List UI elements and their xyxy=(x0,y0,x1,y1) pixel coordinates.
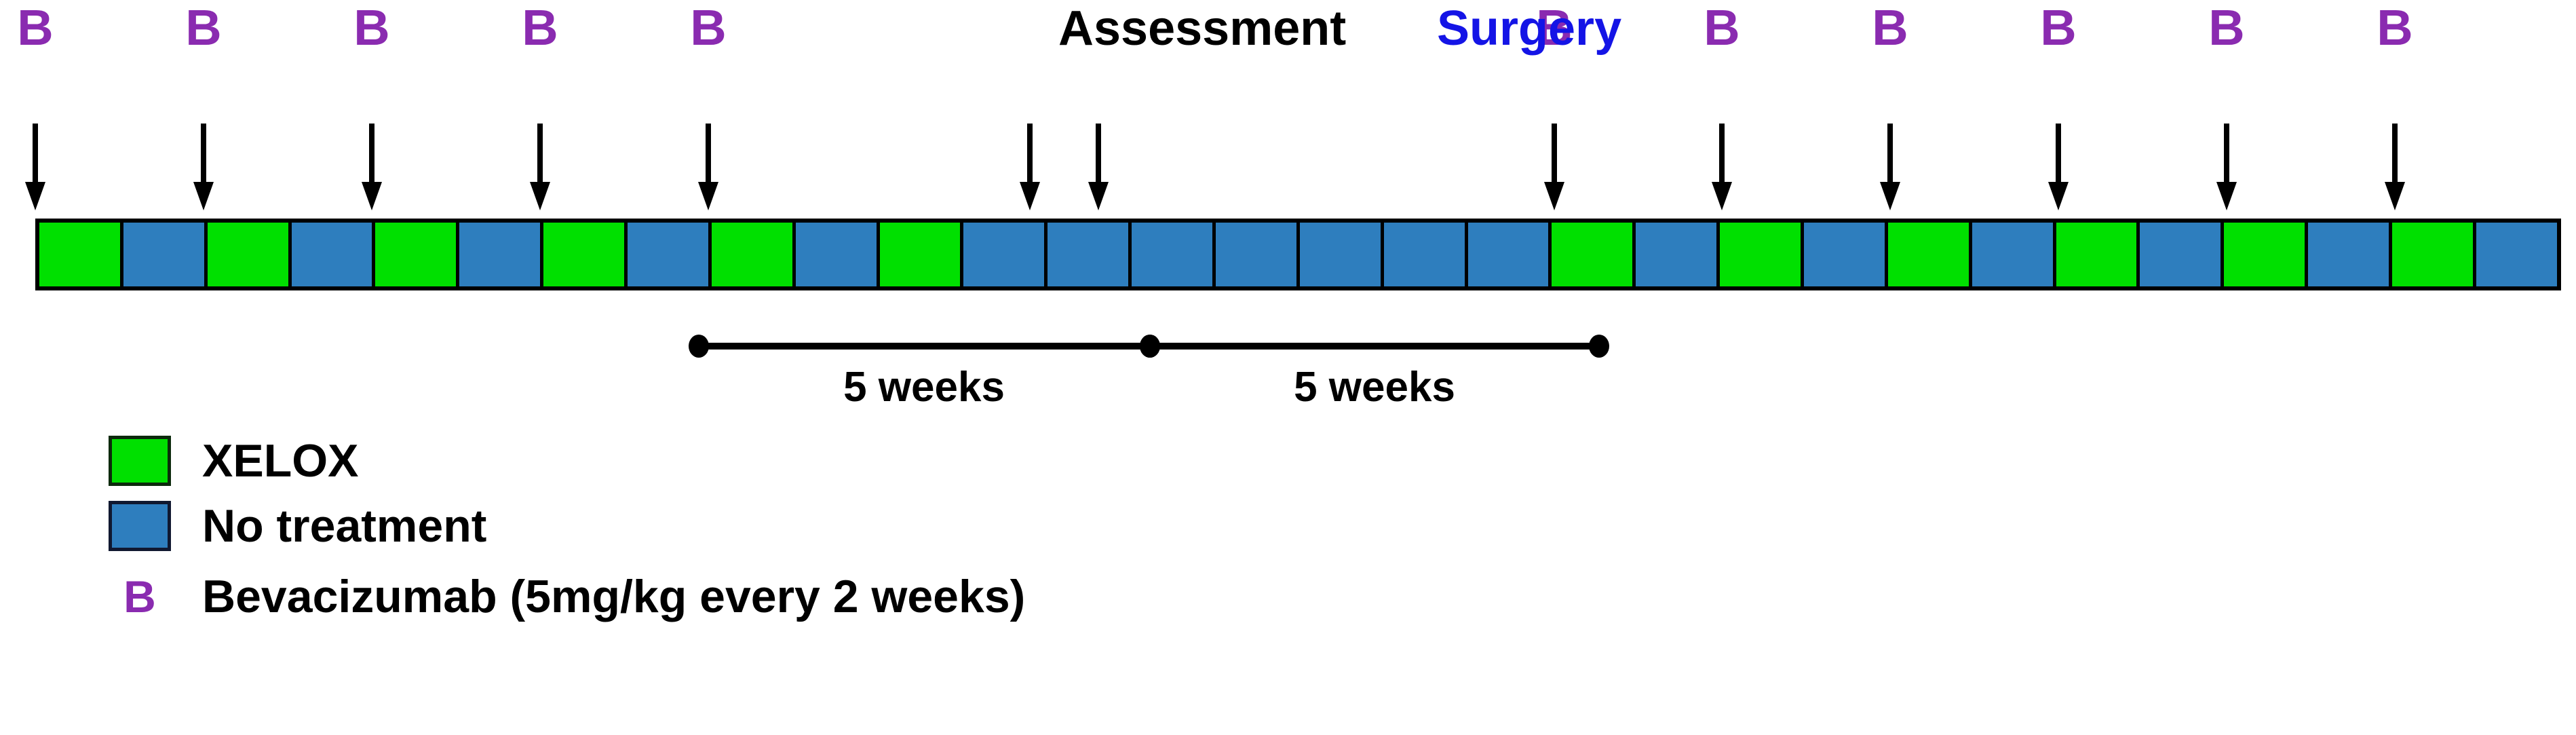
arrow-bevacizumab-dose-2-icon xyxy=(192,124,215,212)
treatment-cycle-cell xyxy=(459,223,544,286)
treatment-cycle-cell xyxy=(1132,223,1216,286)
bevacizumab-marker-10: B xyxy=(2208,0,2245,56)
duration-endpoint-dot xyxy=(1589,335,1609,358)
bevacizumab-marker-11: B xyxy=(2377,0,2413,56)
arrow-bevacizumab-dose-3-icon xyxy=(360,124,383,212)
treatment-cycle-cell xyxy=(2476,223,2557,286)
treatment-cycle-cell xyxy=(2392,223,2476,286)
treatment-cycle-cell xyxy=(1467,223,1552,286)
legend-swatch-no-treatment-icon xyxy=(109,501,171,551)
duration-line-2 xyxy=(1150,343,1599,350)
bevacizumab-marker-3: B xyxy=(353,0,390,56)
legend-label-xelox: XELOX xyxy=(202,435,359,487)
legend-item-bevacizumab: B Bevacizumab (5mg/kg every 2 weeks) xyxy=(109,570,1025,623)
treatment-cycle-cell xyxy=(1804,223,1888,286)
assessment-label: Assessment xyxy=(1058,1,1347,56)
treatment-cycle-cell xyxy=(963,223,1048,286)
arrow-bevacizumab-dose-5-icon xyxy=(697,124,720,212)
legend-item-xelox: XELOX xyxy=(109,434,1025,487)
bevacizumab-marker-9: B xyxy=(2040,0,2077,56)
arrow-bevacizumab-dose-7-icon xyxy=(1710,124,1733,212)
legend-marker-b-icon: B xyxy=(123,571,156,622)
bevacizumab-marker-4: B xyxy=(522,0,558,56)
treatment-cycle-cell xyxy=(2224,223,2309,286)
treatment-cycle-cell xyxy=(1720,223,1805,286)
arrow-bevacizumab-dose-6-icon xyxy=(1543,124,1566,212)
treatment-cycle-cell xyxy=(543,223,628,286)
treatment-cycle-cell xyxy=(795,223,880,286)
legend-item-no-treatment: No treatment xyxy=(109,500,1025,552)
treatment-cycle-cell xyxy=(1887,223,1972,286)
treatment-cycle-cell xyxy=(1216,223,1300,286)
arrow-bevacizumab-dose-8-icon xyxy=(1879,124,1902,212)
arrow-bevacizumab-dose-11-icon xyxy=(2383,124,2406,212)
duration-label-2: 5 weeks xyxy=(1294,364,1455,411)
duration-endpoint-dot xyxy=(1140,335,1160,358)
treatment-cycle-cell xyxy=(1047,223,1132,286)
bevacizumab-marker-2: B xyxy=(185,0,222,56)
treatment-cycle-cell xyxy=(2140,223,2225,286)
treatment-cycle-cell xyxy=(207,223,292,286)
bevacizumab-marker-6: B xyxy=(1536,0,1573,56)
duration-label-1: 5 weeks xyxy=(843,364,1005,411)
treatment-cycle-cell xyxy=(2308,223,2393,286)
legend-swatch-xelox-icon xyxy=(109,436,171,486)
legend-label-no-treatment: No treatment xyxy=(202,500,487,552)
duration-line-1 xyxy=(699,343,1150,350)
treatment-cycle-cell xyxy=(1383,223,1468,286)
arrow-bevacizumab-dose-10-icon xyxy=(2215,124,2238,212)
treatment-cycle-cell xyxy=(39,223,123,286)
bevacizumab-marker-7: B xyxy=(1704,0,1740,56)
treatment-cycle-cell xyxy=(375,223,460,286)
treatment-cycle-cell xyxy=(628,223,712,286)
arrow-assessment-icon xyxy=(1018,124,1041,212)
treatment-cycle-cell xyxy=(291,223,376,286)
arrow-bevacizumab-dose-4-icon xyxy=(528,124,552,212)
arrow-bevacizumab-dose-9-icon xyxy=(2047,124,2070,212)
surgery-label: Surgery xyxy=(1437,1,1622,56)
legend: XELOX No treatment B Bevacizumab (5mg/kg… xyxy=(109,434,1025,635)
treatment-timeline-bar xyxy=(35,219,2561,290)
bevacizumab-marker-8: B xyxy=(1872,0,1908,56)
treatment-cycle-cell xyxy=(1636,223,1720,286)
arrow-surgery-icon xyxy=(1087,124,1110,212)
arrow-bevacizumab-dose-1-icon xyxy=(24,124,47,212)
treatment-cycle-cell xyxy=(2056,223,2140,286)
treatment-cycle-cell xyxy=(1972,223,2056,286)
treatment-cycle-cell xyxy=(1552,223,1636,286)
bevacizumab-marker-5: B xyxy=(690,0,727,56)
bevacizumab-marker-1: B xyxy=(17,0,54,56)
treatment-cycle-cell xyxy=(123,223,208,286)
treatment-cycle-cell xyxy=(711,223,796,286)
legend-label-bevacizumab: Bevacizumab (5mg/kg every 2 weeks) xyxy=(202,571,1026,622)
duration-endpoint-dot xyxy=(689,335,709,358)
treatment-cycle-cell xyxy=(879,223,964,286)
treatment-cycle-cell xyxy=(1299,223,1384,286)
